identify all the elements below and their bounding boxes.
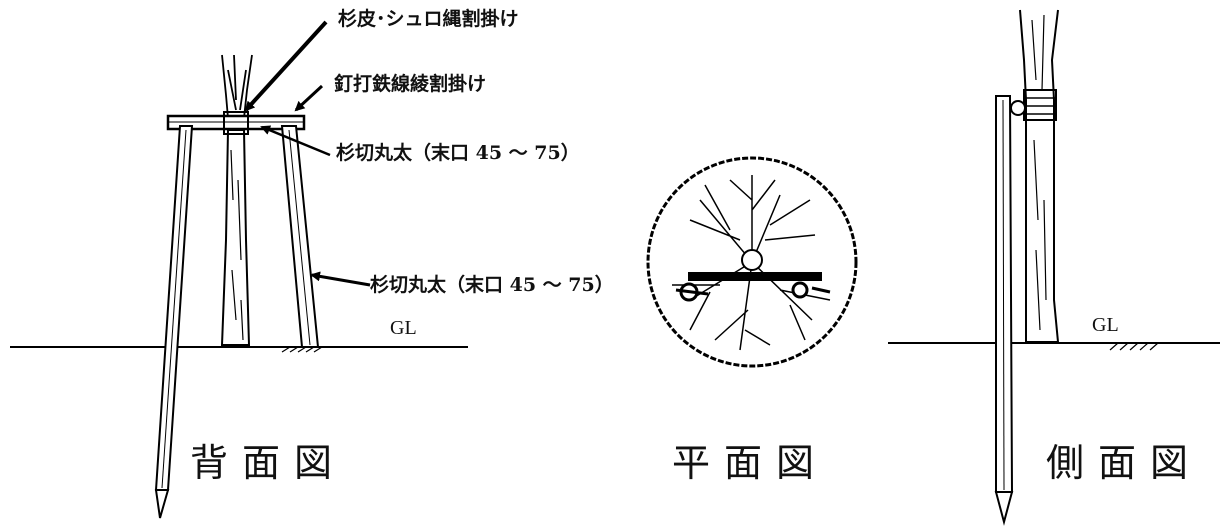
plan-trunk: [741, 249, 763, 271]
back-arrow-nail-wire: [294, 84, 324, 112]
plan-crossbar: [688, 272, 822, 281]
plan-right-stake: [791, 281, 809, 299]
title-plan-view: 平面図: [672, 441, 829, 485]
side-stake-tip: [994, 491, 1014, 526]
label-gl-back: GL: [390, 317, 417, 339]
plan-view-drawing: [646, 156, 858, 368]
label-crossbar-log: 杉切丸太（末口 45 ～ 75）: [336, 142, 580, 164]
label-gl-side: GL: [1092, 314, 1119, 336]
back-view-drawing: [10, 20, 468, 519]
side-view-drawing: [888, 9, 1220, 526]
title-side-view: 側面図: [1046, 441, 1203, 485]
back-arrow-stake: [310, 271, 371, 287]
label-stake-log: 杉切丸太（末口 45 ～ 75）: [370, 274, 614, 296]
side-crossbar-end: [1010, 100, 1026, 116]
back-left-stake-tip: [154, 489, 170, 519]
back-right-stake: [280, 125, 320, 348]
side-tree-trunk: [1019, 9, 1060, 343]
back-arrow-bark-rope: [244, 20, 328, 112]
back-arrow-crossbar: [260, 125, 331, 157]
title-back-view: 背面図: [190, 441, 347, 485]
label-bark-rope: 杉皮･シュロ縄割掛け: [338, 8, 519, 30]
label-nail-wire: 釘打鉄線綾割掛け: [334, 73, 487, 95]
